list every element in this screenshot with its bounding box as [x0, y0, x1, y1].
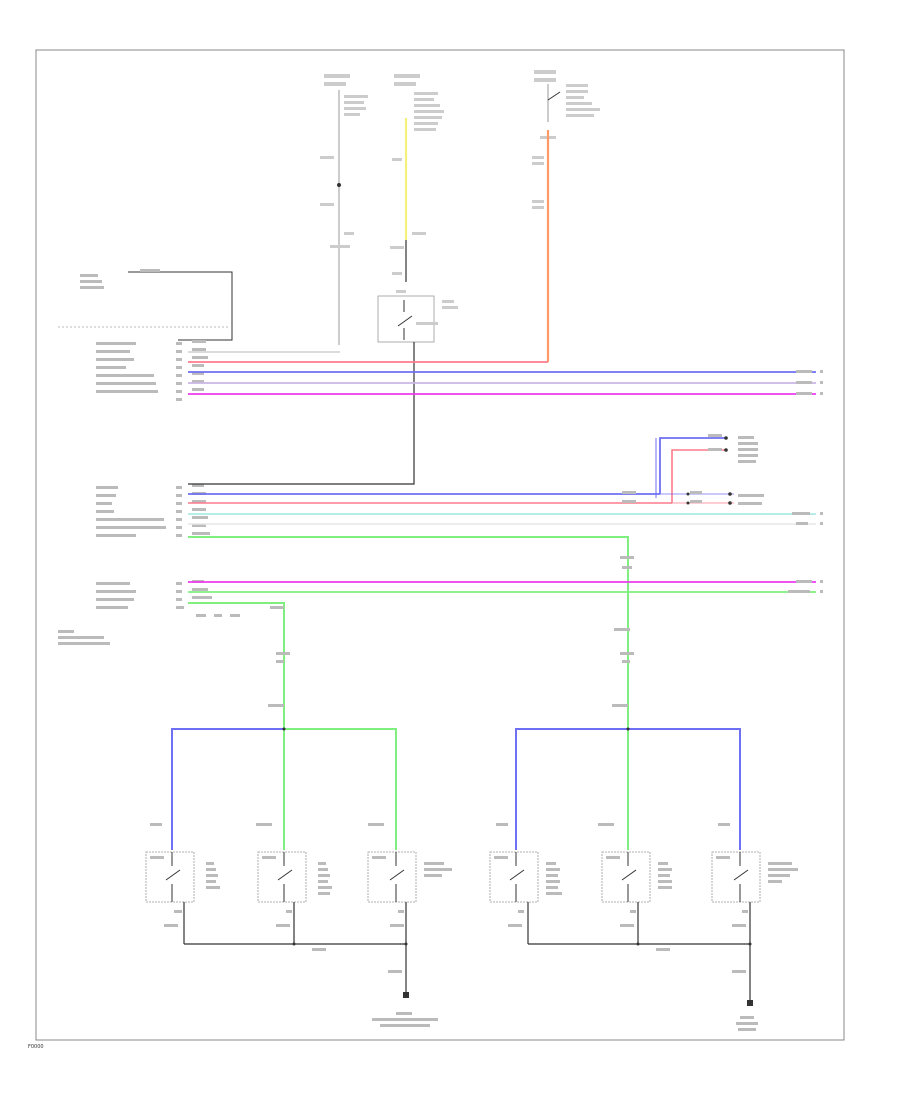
ground-icon [403, 992, 409, 998]
wire-black [188, 478, 415, 485]
page-code: F0000 [28, 1044, 44, 1050]
pin-labels-group-1 [96, 340, 208, 401]
wire-green-main [188, 536, 629, 730]
switch-icon [489, 851, 539, 903]
connector-dot-icon [337, 183, 341, 187]
diagram-frame [35, 49, 845, 1041]
switch-icon [257, 851, 307, 903]
switch-icon [145, 851, 195, 903]
switch-icon [711, 851, 761, 903]
relay-switch [377, 295, 458, 478]
fuse-section-right [532, 70, 600, 362]
switch-icon [601, 851, 651, 903]
switch-bank-left [145, 727, 452, 1027]
switch-bank-right [489, 727, 798, 1031]
control-unit-header [58, 269, 233, 341]
pin-labels-group-3 [58, 580, 240, 645]
fuse-section-center [390, 74, 444, 293]
connector-junction-right [622, 434, 764, 505]
pin-labels-group-2 [96, 484, 210, 537]
fuse-section-left [320, 74, 368, 345]
wire-green-left-drop [188, 602, 285, 730]
ground-icon [747, 1000, 753, 1006]
switch-icon [367, 851, 417, 903]
